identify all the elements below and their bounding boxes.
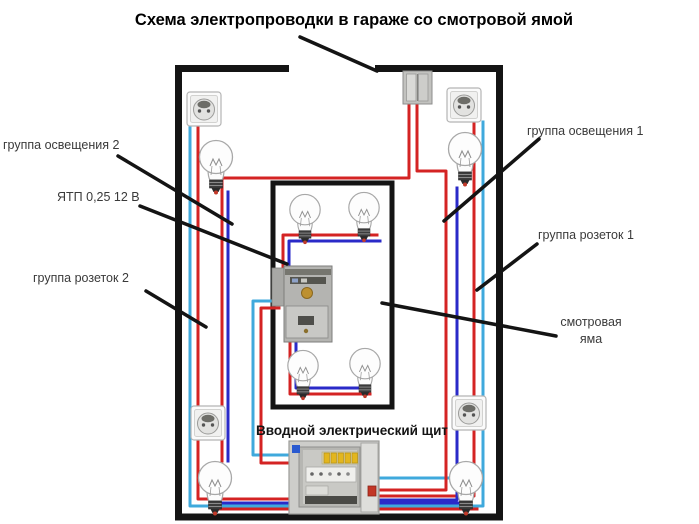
red-wire-left-sockets bbox=[196, 125, 293, 501]
red-wire-transformer-feed bbox=[259, 306, 293, 465]
blue-wire-pit-top bbox=[287, 239, 382, 272]
wall-socket-icon bbox=[451, 395, 487, 431]
label-socket-group-2: группа розеток 2 bbox=[33, 271, 129, 285]
light-bulb-icon bbox=[349, 347, 381, 399]
step-down-transformer-icon bbox=[271, 265, 333, 343]
title-leader-line bbox=[298, 35, 379, 73]
garage-wall-outline bbox=[175, 65, 503, 521]
red-wire-pit-top bbox=[281, 233, 379, 272]
label-main-panel: Вводной электрический щит bbox=[256, 423, 448, 438]
distribution-panel-icon bbox=[288, 440, 380, 515]
cyan-wire-transformer-feed bbox=[251, 299, 293, 457]
diagram-title: Схема электропроводки в гараже со смотро… bbox=[135, 11, 573, 29]
leader-lighting-group-2 bbox=[116, 154, 234, 226]
label-inspection-pit-line1: смотровая bbox=[560, 315, 621, 329]
leader-inspection-pit bbox=[380, 301, 558, 338]
light-bulb-icon bbox=[198, 139, 234, 196]
leader-socket-group-1 bbox=[475, 242, 539, 292]
leader-socket-group-2 bbox=[144, 289, 208, 329]
light-bulb-icon bbox=[447, 131, 483, 188]
leader-transformer bbox=[138, 204, 289, 266]
label-lighting-group-1: группа освещения 1 bbox=[527, 124, 643, 138]
wall-socket-icon bbox=[186, 91, 222, 127]
red-wire-lighting-left bbox=[220, 102, 411, 463]
label-transformer: ЯТП 0,25 12 В bbox=[57, 190, 140, 204]
wall-socket-icon bbox=[446, 87, 482, 123]
label-socket-group-1: группа розеток 1 bbox=[538, 228, 634, 242]
label-lighting-group-2: группа освещения 2 bbox=[3, 138, 119, 152]
label-inspection-pit-line2: яма bbox=[580, 332, 602, 346]
red-wire-lighting-right bbox=[377, 102, 448, 492]
light-switch-icon bbox=[402, 70, 433, 105]
blue-wire-lighting-right bbox=[377, 186, 459, 502]
leader-lighting-group-1 bbox=[442, 137, 541, 223]
wall-socket-icon bbox=[190, 405, 226, 441]
light-bulb-icon bbox=[289, 193, 321, 245]
